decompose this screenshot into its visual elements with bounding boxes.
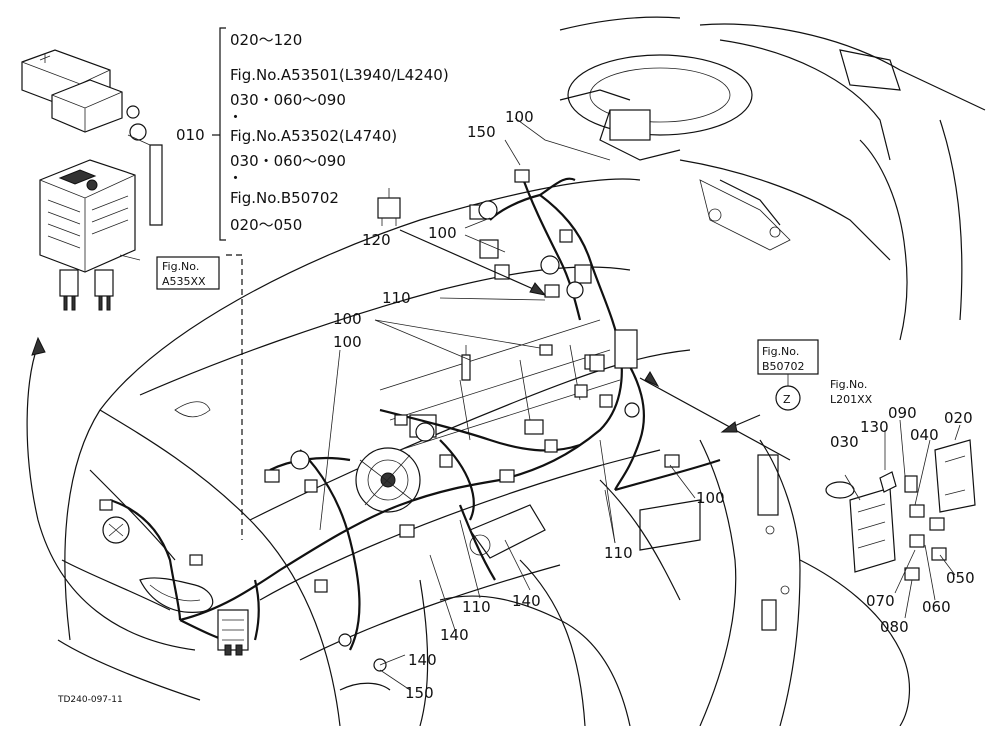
- part-label: 140: [408, 651, 437, 669]
- bracket-line: 020～120: [230, 31, 302, 49]
- fig-ref-label: Fig.No.: [830, 378, 867, 391]
- leader-lines: [26, 27, 961, 691]
- fig-ref-label: Fig.No.: [762, 345, 799, 358]
- part-label: 030: [830, 433, 859, 451]
- part-label: 150: [405, 684, 434, 702]
- inset-relay-assembly: [21, 49, 163, 311]
- part-label: 080: [880, 618, 909, 636]
- part-label: 150: [467, 123, 496, 141]
- bracket-line: 020～050: [230, 216, 302, 234]
- part-label: 070: [866, 592, 895, 610]
- part-label: 020: [944, 409, 973, 427]
- part-label: 050: [946, 569, 975, 587]
- part-label: 110: [382, 289, 411, 307]
- inset-fuse-box: [699, 439, 976, 727]
- part-label: 130: [860, 418, 889, 436]
- figure-code: TD240-097-11: [57, 695, 123, 705]
- view-marker-z: Z: [783, 393, 791, 406]
- fig-ref-text: Fig.No. A535XX Fig.No. B50702 Fig.No. L2…: [162, 260, 873, 406]
- part-label: 060: [922, 598, 951, 616]
- fig-ref-label: B50702: [762, 360, 805, 373]
- part-label: 100: [333, 333, 362, 351]
- bracket-line: 030・060～090: [230, 91, 346, 109]
- engine-frame: [259, 239, 701, 727]
- wiring-harness: [99, 169, 721, 672]
- fig-ref-label: A535XX: [162, 275, 206, 288]
- part-labels: 120 150 100 100 110 100 100 100 110 140 …: [333, 108, 975, 702]
- part-label: 040: [910, 426, 939, 444]
- part-label: 100: [505, 108, 534, 126]
- part-label: 120: [362, 231, 391, 249]
- fig-ref-label: Fig.No.: [162, 260, 199, 273]
- part-label: 140: [512, 592, 541, 610]
- part-label: 090: [888, 404, 917, 422]
- bracket-line: Fig.No.B50702: [230, 189, 339, 207]
- bracket-line: ・: [228, 108, 243, 126]
- steering-area: [559, 16, 986, 341]
- bracket-ref: 010: [176, 126, 205, 144]
- part-label: 110: [604, 544, 633, 562]
- part-label: 100: [696, 489, 725, 507]
- bracket-line: ・: [228, 169, 243, 187]
- tractor-hood: [57, 178, 691, 727]
- bracket-line: 030・060～090: [230, 152, 346, 170]
- bracket-text: 010 020～120 Fig.No.A53501(L3940/L4240) 0…: [176, 31, 449, 234]
- part-label: 100: [428, 224, 457, 242]
- part-label: 140: [440, 626, 469, 644]
- bracket-line: Fig.No.A53501(L3940/L4240): [230, 66, 449, 84]
- fig-ref-label: L201XX: [830, 393, 873, 406]
- part-label: 110: [462, 598, 491, 616]
- part-label: 100: [333, 310, 362, 328]
- bracket-line: Fig.No.A53502(L4740): [230, 127, 397, 145]
